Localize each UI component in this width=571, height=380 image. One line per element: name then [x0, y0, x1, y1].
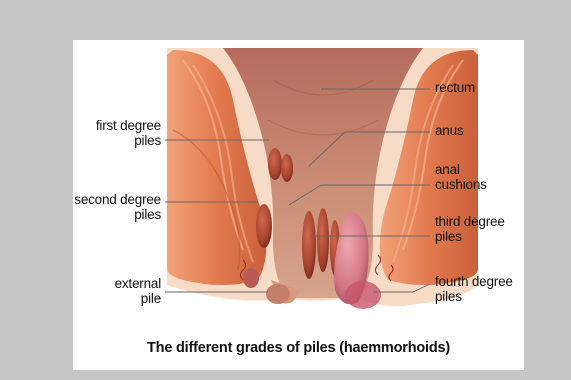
illustration-card: rectum anus anal cushions third degree p…	[73, 40, 524, 370]
image-frame: rectum anus anal cushions third degree p…	[12, 12, 559, 368]
label-anal-cushions: anal cushions	[435, 162, 487, 192]
caption: The different grades of piles (haemmorho…	[73, 340, 524, 356]
label-fourth-degree-piles: fourth degree piles	[435, 274, 513, 304]
label-first-degree-piles: first degree piles	[73, 118, 161, 148]
label-anus: anus	[435, 123, 463, 138]
second-degree-pile-shape	[256, 204, 272, 248]
label-rectum: rectum	[435, 80, 475, 95]
label-second-degree-piles: second degree piles	[63, 192, 161, 222]
label-third-degree-piles: third degree piles	[435, 214, 505, 244]
label-external-pile: external pile	[73, 276, 161, 306]
